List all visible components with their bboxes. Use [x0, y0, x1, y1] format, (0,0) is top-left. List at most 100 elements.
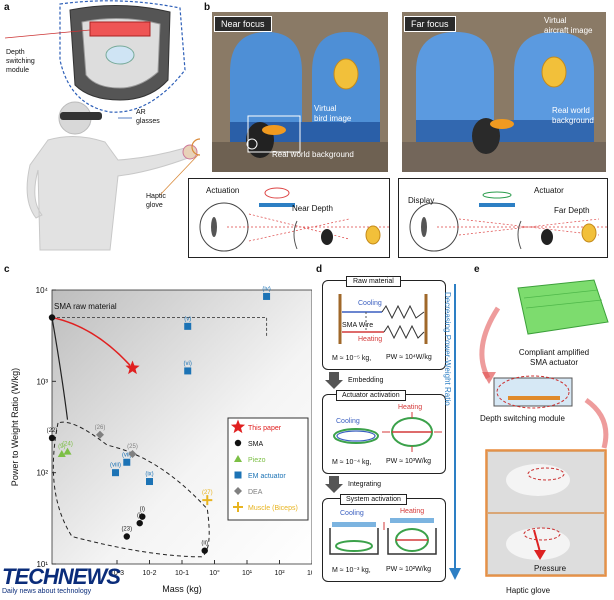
near-actuation-label: Actuation — [206, 186, 240, 195]
data-point — [48, 434, 56, 442]
legend-marker — [234, 471, 242, 479]
data-point — [184, 322, 192, 330]
act-eq-m: M ≈ 10⁻⁴ kg, — [332, 459, 372, 466]
integrating-arrow-icon — [325, 476, 343, 493]
legend-box — [227, 417, 309, 521]
raw-material-diagram — [338, 294, 428, 344]
y-axis-label: Power to Weight Ratio (W/kg) — [10, 368, 20, 486]
data-point — [57, 450, 66, 458]
sys-heating-label: Heating — [400, 508, 425, 515]
point-label: (26) — [95, 425, 106, 431]
far-diagram-toucan-icon — [541, 229, 553, 245]
far-actuator-label: Actuator — [534, 186, 564, 195]
raw-eq-m: M ≈ 10⁻⁵ kg, — [332, 355, 372, 362]
panel-d-label: d — [316, 264, 323, 275]
sma-region-outline — [52, 421, 210, 558]
sys-eq-m: M ≈ 10⁻³ kg, — [332, 567, 371, 574]
far-depth-label: Far Depth — [554, 206, 590, 215]
ar-glasses-label: AR glasses — [136, 109, 160, 125]
far-display-label: Display — [408, 196, 435, 205]
x-axis-label: Mass (kg) — [162, 584, 202, 594]
point-label: (23) — [121, 527, 132, 533]
compliant-actuator-label: Compliant amplified SMA actuator — [518, 348, 590, 367]
data-point — [146, 478, 153, 486]
legend-label: Muscle (Biceps) — [248, 505, 298, 512]
x-tick-label: 10-1 — [175, 570, 189, 577]
data-point — [184, 367, 192, 375]
actuator-activation-title: Actuator activation — [336, 390, 406, 401]
legend-label: This paper — [248, 425, 282, 432]
depth-switching-module-label: Depth switching module — [480, 414, 565, 423]
legend-marker — [233, 502, 243, 512]
data-point — [125, 360, 140, 375]
decreasing-arrow-icon — [449, 284, 461, 580]
legend-marker — [234, 439, 242, 447]
data-point — [96, 430, 105, 439]
far-focus-tag: Far focus — [404, 16, 456, 32]
data-point — [63, 447, 72, 455]
data-point — [112, 469, 120, 477]
point-label: (viii) — [110, 463, 121, 469]
x-tick-label: 10° — [209, 569, 220, 577]
x-tick-label: 10-2 — [142, 570, 156, 577]
embedding-label: Embedding — [348, 377, 384, 384]
data-point — [263, 292, 271, 300]
near-real-label: Real world background — [272, 150, 354, 159]
legend-marker — [234, 487, 242, 495]
technews-brand: TECHNEWS — [2, 564, 121, 589]
raw-to-sma-arrow — [51, 317, 69, 420]
point-label: (25) — [127, 444, 138, 450]
actuator-activation-diagram — [333, 412, 442, 452]
far-real-label: Real world background — [552, 106, 594, 125]
system-activation-diagram — [329, 518, 437, 555]
raw-to-paper-arrow — [51, 316, 131, 366]
sys-eq-pw: PW ≈ 10²W/kg — [386, 566, 432, 573]
sma-dashed-line — [52, 316, 268, 338]
data-point — [128, 450, 137, 459]
raw-heating-label: Heating — [358, 336, 383, 343]
data-point — [139, 513, 146, 520]
x-tick-label: 10¹ — [242, 570, 253, 577]
technews-tagline: Daily news about technology — [2, 588, 92, 595]
x-tick-label: 10-3 — [110, 570, 124, 577]
data-point — [123, 458, 131, 466]
far-virtual-label: Virtual aircraft image — [544, 16, 593, 35]
act-heating-label: Heating — [398, 404, 423, 411]
raw-sma-wire-label: SMA Wire — [342, 322, 374, 329]
sys-cooling-label: Cooling — [340, 510, 364, 517]
near-diagram — [188, 178, 390, 258]
panel-e-illustration — [479, 279, 609, 577]
pressure-label: Pressure — [534, 564, 567, 573]
balloon-icon — [333, 58, 359, 90]
point-label: (ix) — [145, 472, 153, 478]
near-focus-tag: Near focus — [214, 16, 272, 32]
far-diagram — [398, 178, 608, 258]
point-label: (9) — [58, 444, 65, 450]
sma-raw-label: SMA raw material — [54, 302, 117, 311]
point-label: (vi) — [184, 361, 192, 367]
actuator-activation-box — [322, 394, 446, 474]
act-eq-pw: PW ≈ 10³W/kg — [386, 458, 432, 465]
near-toucan-icon — [321, 229, 333, 245]
panel-b-label: b — [204, 2, 211, 13]
act-cooling-label: Cooling — [336, 418, 360, 425]
legend-marker — [234, 455, 242, 462]
x-tick-label: 10³ — [307, 570, 312, 577]
far-diagram-balloon-icon — [581, 223, 597, 243]
panel-a-label: a — [4, 2, 10, 13]
integrating-label: Integrating — [348, 481, 382, 488]
x-tick-label: 10² — [274, 570, 285, 577]
raw-material-title: Raw material — [346, 276, 401, 287]
system-activation-title: System activation — [340, 494, 407, 505]
panel-a-illustration — [4, 0, 200, 251]
data-point — [202, 495, 213, 506]
legend-label: Piezo — [248, 457, 266, 464]
point-label: (ii) — [201, 541, 208, 547]
data-point — [48, 314, 56, 321]
legend-label: SMA — [248, 441, 264, 448]
point-label: (vii) — [122, 452, 132, 458]
haptic-glove-label-e: Haptic glove — [506, 586, 551, 595]
point-label: (27) — [202, 490, 213, 496]
point-label: (i) — [140, 507, 145, 513]
haptic-glove-label: Haptic glove — [146, 193, 166, 209]
